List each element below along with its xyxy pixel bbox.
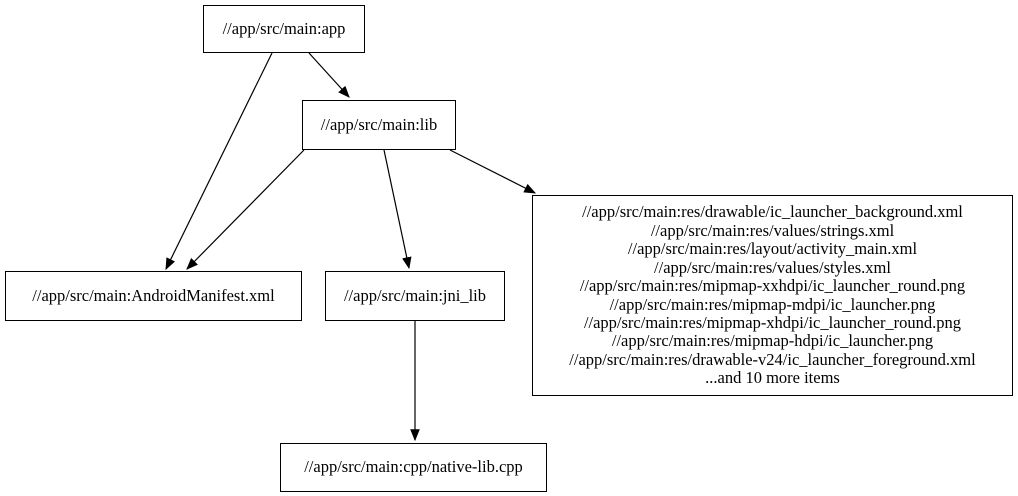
edge-lib-to-jni-lib bbox=[383, 149, 412, 270]
node-app-target: //app/src/main:app bbox=[203, 5, 365, 53]
node-lib-target: //app/src/main:lib bbox=[302, 100, 456, 150]
node-label: //app/src/main:lib bbox=[320, 114, 438, 134]
node-jni-lib-target: //app/src/main:jni_lib bbox=[325, 271, 505, 321]
edge-app-to-lib bbox=[308, 52, 350, 98]
node-android-manifest: //app/src/main:AndroidManifest.xml bbox=[5, 271, 302, 321]
node-label: //app/src/main:AndroidManifest.xml bbox=[32, 285, 275, 305]
node-label: //app/src/main:app bbox=[222, 18, 346, 38]
edge-lib-to-manifest bbox=[186, 149, 305, 270]
edge-app-to-manifest bbox=[165, 52, 273, 271]
node-res-file-group: //app/src/main:res/drawable/ic_launcher_… bbox=[532, 195, 1013, 396]
node-label-multiline: //app/src/main:res/drawable/ic_launcher_… bbox=[569, 202, 976, 388]
node-native-lib-cpp: //app/src/main:cpp/native-lib.cpp bbox=[280, 443, 547, 492]
node-label: //app/src/main:jni_lib bbox=[343, 285, 487, 305]
edge-lib-to-res-group bbox=[449, 149, 537, 194]
node-label: //app/src/main:cpp/native-lib.cpp bbox=[304, 457, 523, 477]
